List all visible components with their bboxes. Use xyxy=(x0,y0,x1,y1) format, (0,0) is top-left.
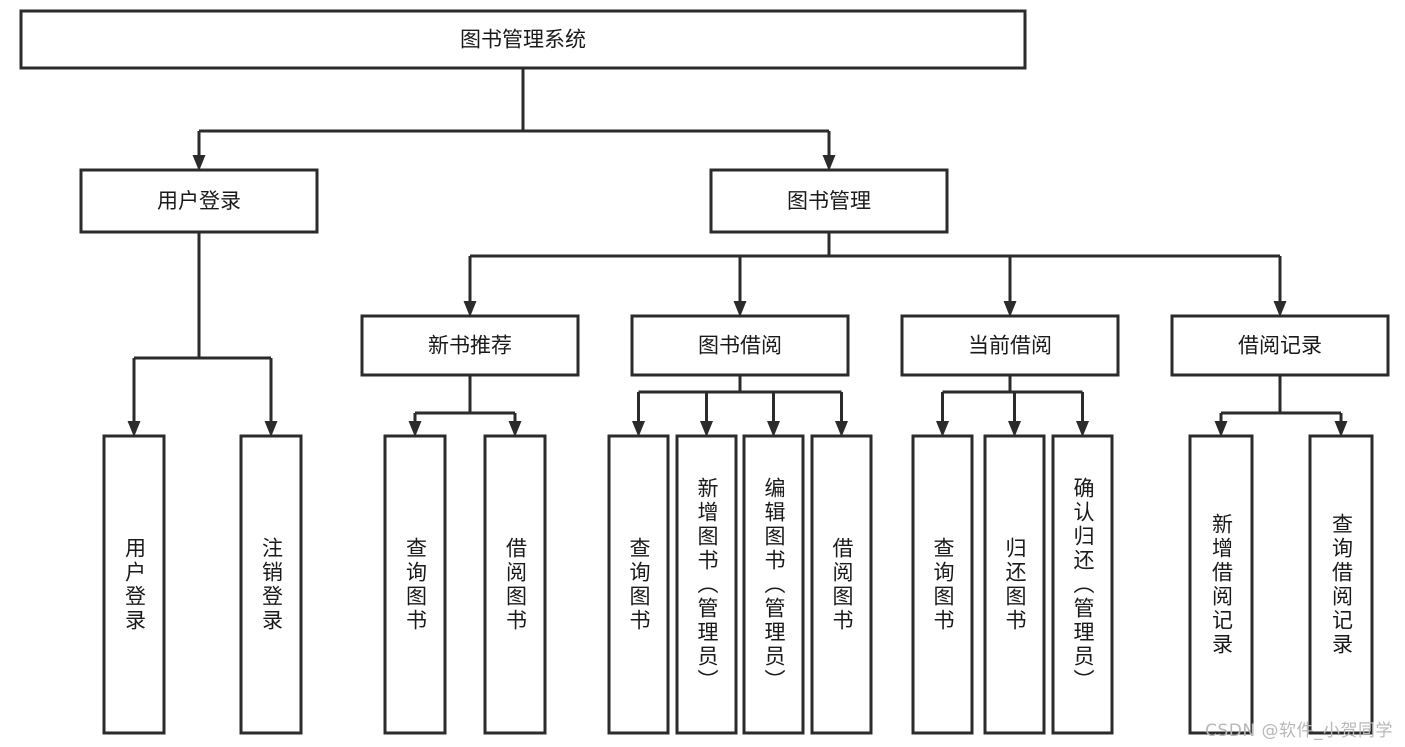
node-box-leaf-borrow-book-2[interactable] xyxy=(810,434,873,735)
node-box-book-borrow[interactable] xyxy=(630,314,850,377)
arrow-head-icon xyxy=(835,421,848,437)
node-label-new-book-rec: 新书推荐 xyxy=(428,334,512,358)
node-box-new-book-rec[interactable] xyxy=(360,314,580,377)
node-box-leaf-query-record[interactable] xyxy=(1308,434,1374,735)
arrow-head-icon xyxy=(733,301,747,317)
node-box-borrow-record[interactable] xyxy=(1170,314,1390,377)
node-box-leaf-confirm-return[interactable] xyxy=(1051,434,1114,735)
node-box-leaf-query-book-2[interactable] xyxy=(607,434,670,735)
node-label-root: 图书管理系统 xyxy=(460,28,586,52)
node-box-leaf-add-book[interactable] xyxy=(675,434,738,735)
node-box-layer xyxy=(19,9,1390,735)
node-box-leaf-query-book-1[interactable] xyxy=(383,434,447,735)
arrow-head-icon xyxy=(408,421,422,437)
node-label-book-manage: 图书管理 xyxy=(787,189,871,213)
node-box-leaf-query-book-3[interactable] xyxy=(911,434,974,735)
node-box-leaf-return-book[interactable] xyxy=(983,434,1046,735)
node-box-root[interactable] xyxy=(19,9,1027,70)
node-label-user-login: 用户登录 xyxy=(157,189,241,213)
arrow-head-icon xyxy=(1008,421,1021,437)
node-label-borrow-record: 借阅记录 xyxy=(1238,334,1322,358)
node-label-book-borrow: 图书借阅 xyxy=(698,334,782,358)
node-label-current-borrow: 当前借阅 xyxy=(968,334,1052,358)
arrow-head-icon xyxy=(822,155,836,171)
arrow-head-icon xyxy=(463,301,477,317)
node-box-leaf-logout[interactable] xyxy=(239,434,303,735)
node-box-leaf-user-login[interactable] xyxy=(102,434,166,735)
node-box-book-manage[interactable] xyxy=(709,168,949,234)
node-box-leaf-add-record[interactable] xyxy=(1188,434,1254,735)
node-box-leaf-borrow-book-1[interactable] xyxy=(483,434,547,735)
arrow-head-icon xyxy=(508,421,522,437)
arrow-head-icon xyxy=(700,421,713,437)
arrow-head-icon xyxy=(127,421,141,437)
arrow-head-icon xyxy=(936,421,949,437)
arrow-head-icon xyxy=(1214,421,1228,437)
arrow-head-icon xyxy=(192,155,206,171)
node-box-user-login[interactable] xyxy=(79,168,319,234)
arrow-head-icon xyxy=(1076,421,1089,437)
arrow-head-icon xyxy=(632,421,645,437)
arrow-head-icon xyxy=(767,421,780,437)
arrow-head-icon xyxy=(1334,421,1348,437)
arrow-head-icon xyxy=(264,421,278,437)
node-box-current-borrow[interactable] xyxy=(900,314,1120,377)
arrow-head-icon xyxy=(1273,301,1287,317)
connector-layer xyxy=(127,68,1348,437)
node-box-leaf-edit-book[interactable] xyxy=(742,434,805,735)
arrow-head-icon xyxy=(1003,301,1017,317)
